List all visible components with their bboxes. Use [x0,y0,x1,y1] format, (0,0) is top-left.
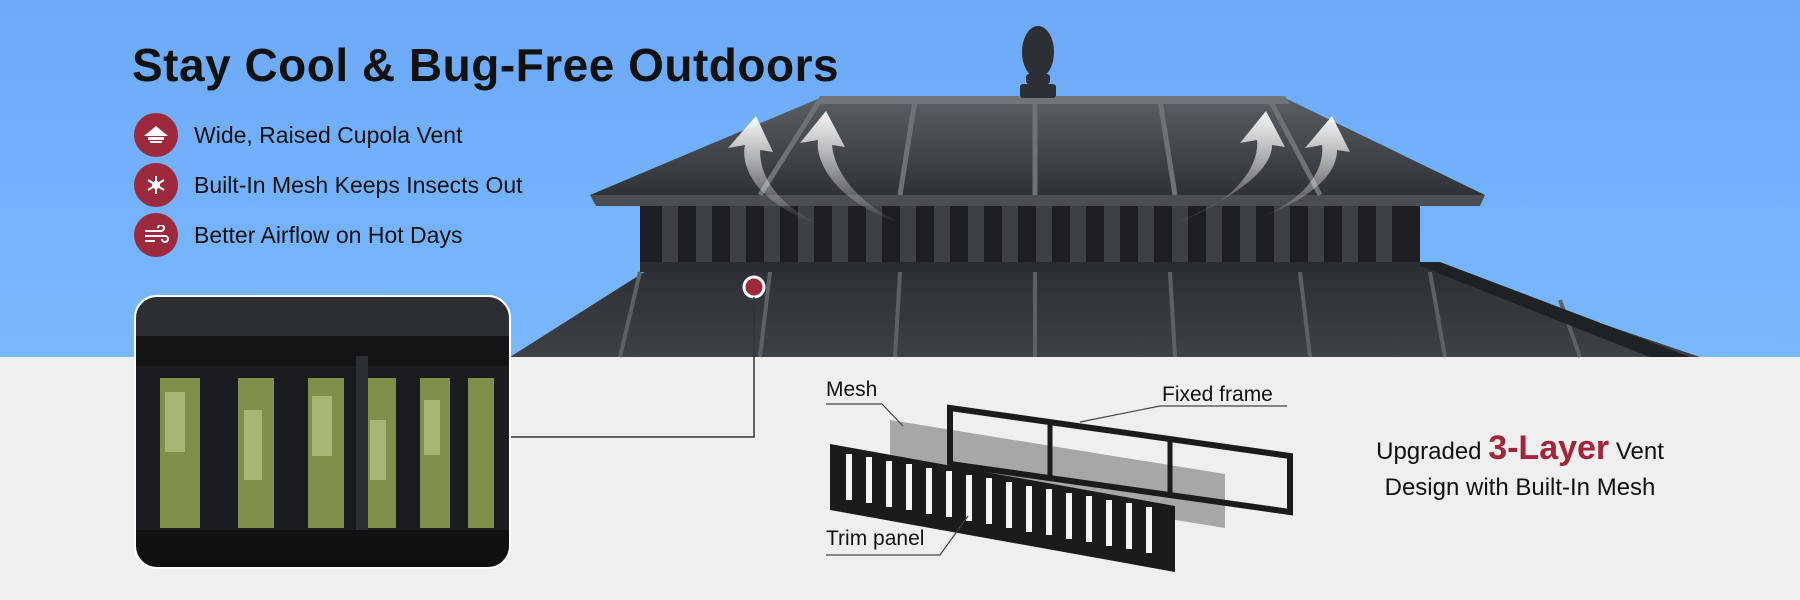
callout-line-1: Upgraded 3-Layer Vent [1376,429,1664,467]
fixed-frame-layer [947,404,1293,516]
callout-pin [742,275,766,299]
feature-label: Built-In Mesh Keeps Insects Out [194,171,523,198]
vent-slats [662,200,1392,265]
exploded-vent-diagram [826,403,1293,572]
cupola-icon [134,113,178,157]
callout-line-2: Design with Built-In Mesh [1384,474,1656,501]
feature-item-mesh: Built-In Mesh Keeps Insects Out [134,163,523,207]
cupola-vent-band [640,195,1420,270]
trim-panel-layer [830,444,1175,572]
fixed-frame-label: Fixed frame [1162,383,1273,406]
callout-leader-line [510,297,755,438]
vent-design-callout: Upgraded 3-Layer Vent Design with Built-… [1340,430,1700,506]
wind-icon [134,213,178,257]
vent-closeup-inset [134,295,511,569]
roof-finial [1022,26,1054,78]
mosquito-icon [134,163,178,207]
mesh-label: Mesh [826,378,878,401]
lower-roof [510,262,1700,357]
airflow-arrows [728,111,1350,225]
feature-item-cupola: Wide, Raised Cupola Vent [134,113,463,157]
trim-panel-label: Trim panel [826,527,925,550]
page-title: Stay Cool & Bug-Free Outdoors [132,39,840,91]
callout-accent: 3-Layer [1488,429,1610,467]
feature-label: Wide, Raised Cupola Vent [194,121,463,148]
feature-label: Better Airflow on Hot Days [194,221,463,248]
feature-item-airflow: Better Airflow on Hot Days [134,213,462,257]
